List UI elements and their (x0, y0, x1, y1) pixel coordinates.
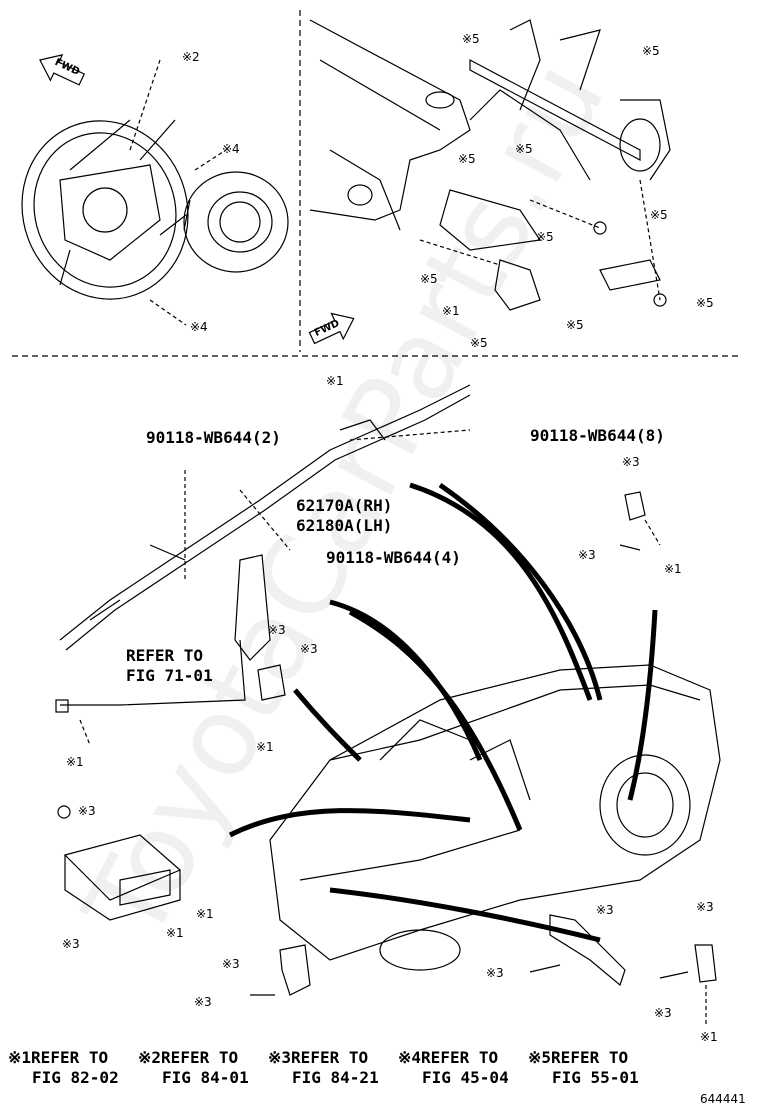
callout-5: ※5 (642, 44, 660, 58)
legend-item-3: ※3REFER TO FIG 84-21 (268, 1048, 379, 1088)
figure-id: 644441 (700, 1092, 746, 1106)
fwd-arrow-top (39, 54, 86, 86)
callout-2: ※2 (182, 50, 200, 64)
callout-5: ※5 (515, 142, 533, 156)
airbag-ecu (57, 805, 182, 921)
legend-fig: FIG 45-04 (422, 1068, 509, 1087)
callout-3: ※3 (194, 995, 212, 1009)
refer-line-2: FIG 71-01 (126, 666, 213, 685)
legend-mark: ※5 (528, 1048, 552, 1067)
callout-5: ※5 (420, 272, 438, 286)
callout-1: ※1 (664, 562, 682, 576)
part-label-bolt-2: 90118-WB644(2) (146, 428, 281, 447)
legend-mark: ※1 (8, 1048, 32, 1067)
callout-1: ※1 (442, 304, 460, 318)
callout-3: ※3 (696, 900, 714, 914)
part-label-curtain-lh: 62180A(LH) (296, 516, 393, 535)
callout-4: ※4 (222, 142, 240, 156)
legend-item-2: ※2REFER TO FIG 84-01 (138, 1048, 249, 1088)
vehicle-body (269, 664, 721, 971)
callout-3: ※3 (222, 957, 240, 971)
curtain-airbag (55, 384, 471, 746)
callout-3: ※3 (300, 642, 318, 656)
callout-3: ※3 (654, 1006, 672, 1020)
callout-3: ※3 (268, 623, 286, 637)
front-sensor (659, 944, 717, 1025)
driver-airbag (159, 171, 289, 273)
callout-3: ※3 (486, 966, 504, 980)
callout-3: ※3 (596, 903, 614, 917)
side-airbag (234, 554, 286, 701)
refer-line-1: REFER TO (126, 646, 204, 665)
part-label-bolt-4: 90118-WB644(4) (326, 548, 461, 567)
part-label-bolt-8: 90118-WB644(8) (530, 426, 665, 445)
callout-1: ※1 (166, 926, 184, 940)
callout-3: ※3 (78, 804, 96, 818)
fwd-arrow-bottom (308, 312, 355, 345)
legend-refer: REFER TO (291, 1048, 369, 1067)
callout-3: ※3 (62, 937, 80, 951)
legend-mark: ※3 (268, 1048, 292, 1067)
callout-5: ※5 (650, 208, 668, 222)
callout-5: ※5 (462, 32, 480, 46)
legend-item-1: ※1REFER TO FIG 82-02 (8, 1048, 119, 1088)
callout-1: ※1 (326, 374, 344, 388)
legend-fig: FIG 82-02 (32, 1068, 119, 1087)
legend-refer: REFER TO (551, 1048, 629, 1067)
steering-wheel (21, 119, 189, 300)
legend-item-5: ※5REFER TO FIG 55-01 (528, 1048, 639, 1088)
callout-5: ※5 (696, 296, 714, 310)
callout-5: ※5 (566, 318, 584, 332)
legend-fig: FIG 84-01 (162, 1068, 249, 1087)
legend-item-4: ※4REFER TO FIG 45-04 (398, 1048, 509, 1088)
sensor-right (619, 491, 661, 551)
bracket-bottom (250, 944, 311, 996)
callout-4: ※4 (190, 320, 208, 334)
leader-curves (228, 482, 658, 943)
callout-3: ※3 (622, 455, 640, 469)
legend-refer: REFER TO (421, 1048, 499, 1067)
callout-5: ※5 (458, 152, 476, 166)
callout-5: ※5 (536, 230, 554, 244)
legend-fig: FIG 55-01 (552, 1068, 639, 1087)
front-sensor-bracket (529, 914, 626, 987)
legend-fig: FIG 84-21 (292, 1068, 379, 1087)
callout-1: ※1 (700, 1030, 718, 1044)
legend-mark: ※4 (398, 1048, 422, 1067)
callout-1: ※1 (66, 755, 84, 769)
legend-refer: REFER TO (31, 1048, 109, 1067)
callout-5: ※5 (470, 336, 488, 350)
legend-mark: ※2 (138, 1048, 162, 1067)
legend-refer: REFER TO (161, 1048, 239, 1067)
dashboard-structure (309, 19, 671, 311)
part-label-curtain-rh: 62170A(RH) (296, 496, 393, 515)
callout-3: ※3 (578, 548, 596, 562)
callout-1: ※1 (196, 907, 214, 921)
callout-1: ※1 (256, 740, 274, 754)
